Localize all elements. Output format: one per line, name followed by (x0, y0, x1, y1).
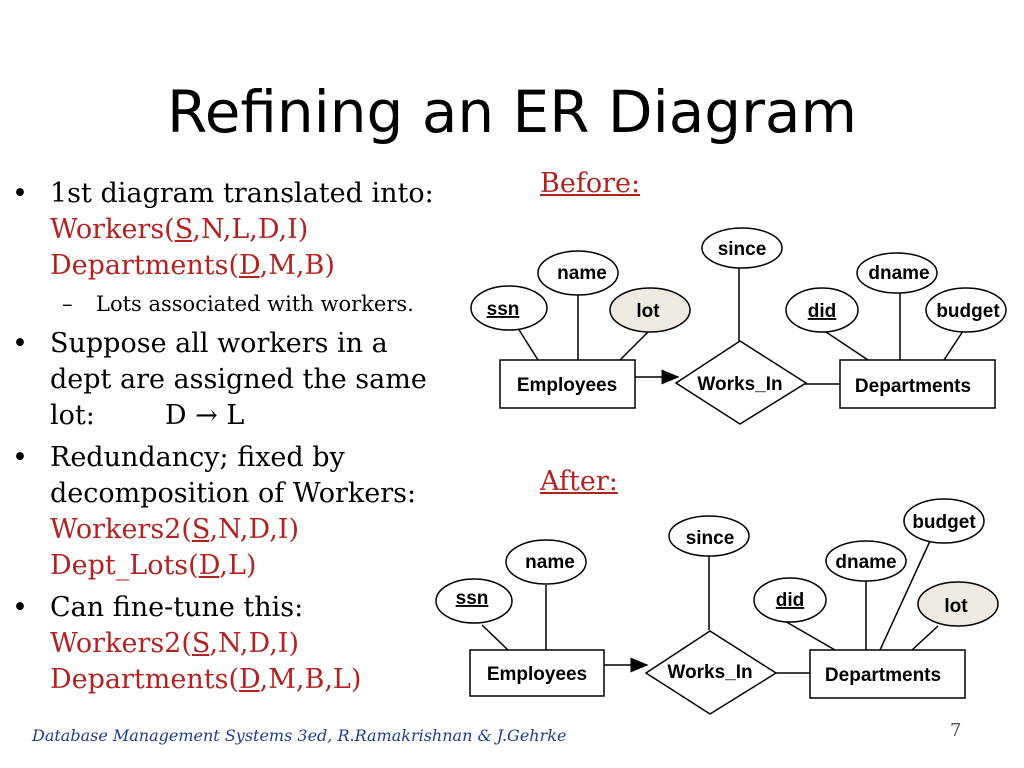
schema-workers2: Workers2(S,N,D,I) (50, 514, 299, 545)
entity-employees (499, 359, 636, 409)
attr-did (753, 577, 827, 623)
footer-citation: Database Management Systems 3ed, R.Ramak… (32, 726, 567, 745)
attr-name-label: name (525, 552, 575, 573)
attr-budget-label: budget (936, 301, 1000, 322)
before-diagram (515, 264, 966, 385)
bullet-text: Suppose all workers in a (50, 328, 388, 359)
attr-lot-label: lot (636, 301, 660, 322)
before-label: Before: (540, 168, 641, 199)
bullet-text: Can fine-tune this: (50, 592, 304, 623)
schema-dept-lots: Dept_Lots(D,L) (50, 550, 257, 581)
attr-ssn-label: ssn (487, 299, 520, 320)
entity-employees-label: Employees (517, 375, 617, 396)
bullet-text: decomposition of Workers: (50, 478, 417, 509)
bullet-dot: • (12, 442, 28, 473)
sub-bullet-text: Lots associated with workers. (96, 292, 414, 316)
schema-workers2: Workers2(S,N,D,I) (50, 628, 299, 659)
attr-ssn (435, 578, 513, 624)
bullet-text: 1st diagram translated into: (50, 178, 434, 209)
relationship-works-in (644, 630, 778, 715)
attr-did (785, 287, 859, 333)
bullet-dot: • (12, 328, 28, 359)
schema-departments: Departments(D,M,B) (50, 250, 335, 281)
bullet-item-4: • Can fine-tune this: Workers2(S,N,D,I) … (12, 590, 482, 698)
attr-budget-label: budget (912, 512, 976, 533)
attr-name-label: name (557, 263, 607, 284)
schema-departments: Departments(D,M,B,L) (50, 664, 362, 695)
attr-since-label: since (686, 528, 735, 549)
entity-departments (809, 649, 966, 699)
attr-lot (917, 581, 999, 627)
bullet-item-3: • Redundancy; fixed by decomposition of … (12, 440, 482, 584)
attr-ssn (470, 285, 548, 331)
sub-bullet-dash: – (62, 292, 73, 316)
relationship-label: Works_In (697, 374, 782, 395)
attr-dname-label: dname (868, 263, 929, 284)
entity-departments (839, 359, 996, 409)
attr-did-label: did (776, 590, 805, 611)
entity-employees-label: Employees (487, 664, 587, 685)
entity-employees (469, 649, 605, 697)
bullet-item-1: • 1st diagram translated into: Workers(S… (12, 176, 482, 284)
attr-budget (925, 287, 1007, 333)
bullet-dot: • (12, 178, 28, 209)
attr-since-label: since (718, 239, 767, 260)
attr-since (668, 515, 750, 557)
after-diagram (481, 540, 939, 674)
attr-budget (903, 498, 985, 544)
functional-dependency: lot:D → L (50, 400, 245, 431)
sub-bullet: – Lots associated with workers. (62, 290, 482, 318)
bullet-text: dept are assigned the same (50, 364, 427, 395)
attr-dname (856, 252, 938, 294)
attr-lot (609, 287, 691, 333)
after-label: After: (540, 466, 618, 497)
relationship-label: Works_In (667, 662, 752, 683)
attr-ssn-label: ssn (456, 588, 489, 609)
attr-lot-label: lot (944, 596, 968, 617)
attr-since (701, 227, 783, 269)
attr-name (505, 539, 587, 585)
attr-dname-label: dname (835, 552, 896, 573)
slide-title: Refining an ER Diagram (167, 78, 857, 146)
page-number: 7 (950, 720, 962, 741)
bullet-item-2: • Suppose all workers in a dept are assi… (12, 326, 482, 434)
bullet-text: Redundancy; fixed by (50, 442, 345, 473)
attr-did-label: did (808, 301, 837, 322)
attr-dname (825, 540, 907, 582)
entity-departments-label: Departments (825, 665, 941, 686)
arrow-icon: → (195, 400, 218, 431)
bullet-list: • 1st diagram translated into: Workers(S… (12, 176, 482, 704)
entity-departments-label: Departments (855, 376, 971, 397)
relationship-works-in (674, 340, 808, 425)
bullet-dot: • (12, 592, 28, 623)
schema-workers: Workers(S,N,L,D,I) (50, 214, 309, 245)
attr-name (537, 250, 619, 296)
